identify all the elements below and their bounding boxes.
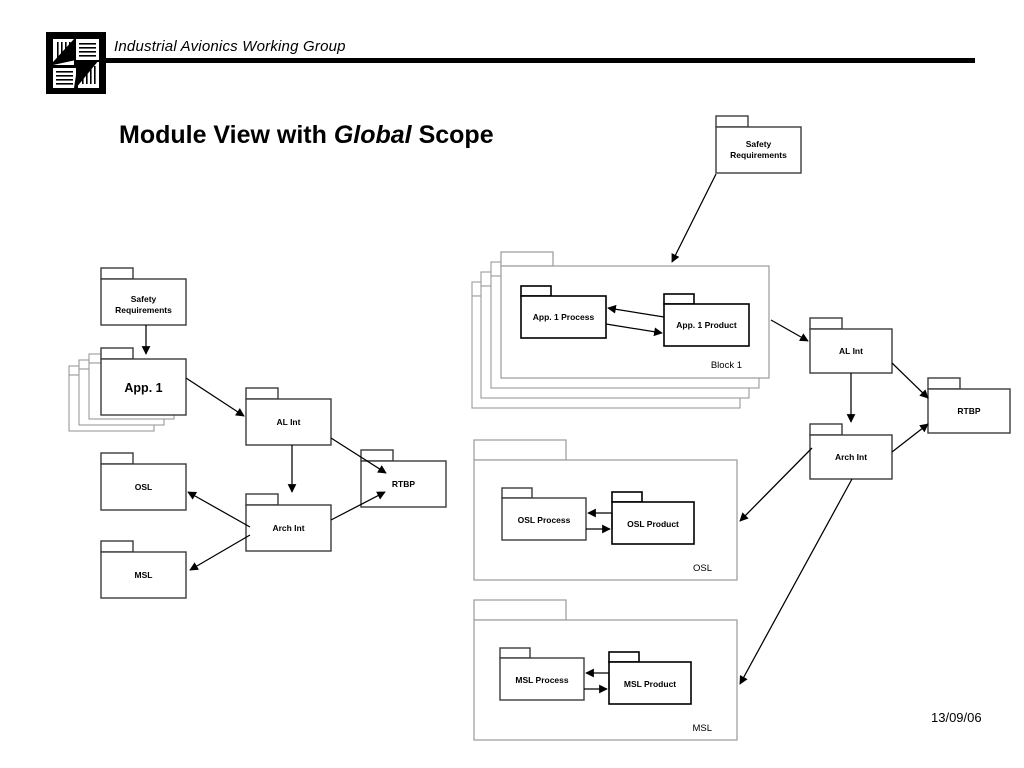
right-edge-archint-to-msl xyxy=(739,478,853,685)
left-osl-label: OSL xyxy=(135,482,152,492)
left-node-arch-int[interactable]: Arch Int xyxy=(245,493,332,552)
left-edge-archint-to-rtbp xyxy=(330,491,386,521)
right-node-arch-int[interactable]: Arch Int xyxy=(809,423,893,480)
iawg-pinwheel-logo-icon xyxy=(46,32,106,94)
page-title-part1: Module View with xyxy=(119,121,334,149)
left-edge-archint-to-osl xyxy=(187,491,251,528)
right-node-al-int[interactable]: AL Int xyxy=(809,317,893,374)
left-node-al-int[interactable]: AL Int xyxy=(245,387,332,446)
left-node-msl[interactable]: MSL xyxy=(100,540,187,599)
left-node-app1[interactable]: App. 1 xyxy=(100,347,187,416)
msl-process-label: MSL Process xyxy=(515,675,569,685)
page-title: Module View with Global Scope xyxy=(119,121,494,150)
msl-product-label: MSL Product xyxy=(624,679,676,689)
right-safety-req-line1: Safety xyxy=(746,139,772,149)
right-node-app1-process[interactable]: App. 1 Process xyxy=(520,285,607,339)
right-arch-int-label: Arch Int xyxy=(835,452,867,462)
osl-container-label: OSL xyxy=(693,563,712,574)
right-edge-block1-to-alint xyxy=(770,319,809,342)
right-node-osl-product[interactable]: OSL Product xyxy=(611,491,695,545)
slide-date: 13/09/06 xyxy=(931,710,982,725)
header-divider xyxy=(105,58,975,63)
right-node-msl-process[interactable]: MSL Process xyxy=(499,647,585,701)
left-node-safety-requirements[interactable]: Safety Requirements xyxy=(100,267,187,326)
right-edge-alint-to-rtbp xyxy=(891,362,929,399)
block1-label: Block 1 xyxy=(711,360,742,371)
page-title-part2: Scope xyxy=(411,121,494,149)
right-node-rtbp[interactable]: RTBP xyxy=(927,377,1011,434)
left-edge-alint-to-rtbp xyxy=(330,437,387,474)
osl-product-label: OSL Product xyxy=(627,519,679,529)
right-edge-product-to-process xyxy=(607,304,665,318)
right-rtbp-label: RTBP xyxy=(957,406,980,416)
left-node-rtbp[interactable]: RTBP xyxy=(360,449,447,508)
right-edge-safety-to-block1 xyxy=(671,173,717,263)
left-safety-req-line2: Requirements xyxy=(115,305,172,315)
left-app1-label: App. 1 xyxy=(124,381,162,395)
right-node-app1-product[interactable]: App. 1 Product xyxy=(663,293,750,347)
app1-product-label: App. 1 Product xyxy=(676,320,737,330)
left-al-int-label: AL Int xyxy=(277,417,301,427)
right-node-msl-product[interactable]: MSL Product xyxy=(608,651,692,705)
right-node-osl-process[interactable]: OSL Process xyxy=(501,487,587,541)
org-title: Industrial Avionics Working Group xyxy=(114,38,346,55)
right-node-safety-requirements[interactable]: Safety Requirements xyxy=(715,115,802,174)
left-msl-label: MSL xyxy=(135,570,153,580)
right-al-int-label: AL Int xyxy=(839,346,863,356)
left-edge-app1-to-alint xyxy=(185,377,245,417)
osl-process-label: OSL Process xyxy=(518,515,571,525)
left-node-osl[interactable]: OSL xyxy=(100,452,187,511)
left-safety-req-line1: Safety xyxy=(131,294,157,304)
app1-process-label: App. 1 Process xyxy=(533,312,595,322)
page-title-italic: Global xyxy=(333,121,412,149)
right-safety-req-line2: Requirements xyxy=(730,150,787,160)
left-rtbp-label: RTBP xyxy=(392,479,415,489)
left-arch-int-label: Arch Int xyxy=(272,523,304,533)
msl-container-label: MSL xyxy=(692,723,712,734)
left-edge-archint-to-msl xyxy=(189,534,251,571)
right-edge-process-to-product xyxy=(605,323,663,337)
right-edge-archint-to-rtbp xyxy=(891,423,929,453)
right-edge-archint-to-osl xyxy=(739,447,813,522)
